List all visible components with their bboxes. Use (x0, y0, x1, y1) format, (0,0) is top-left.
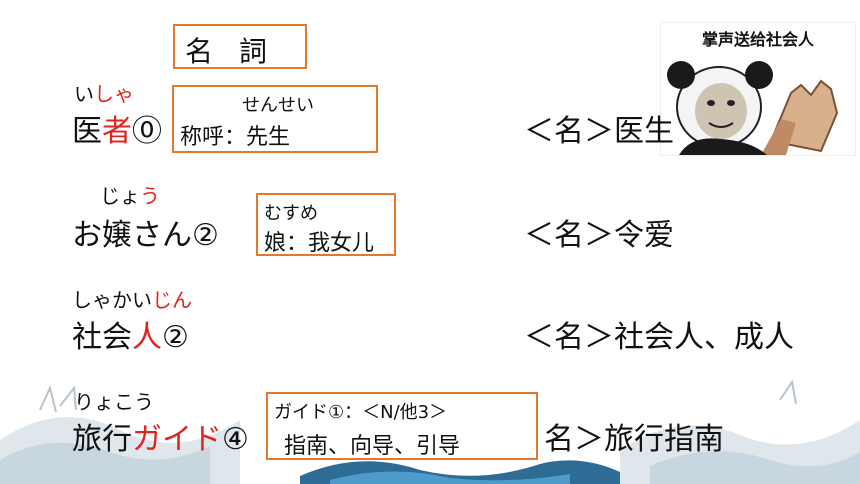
vocab-word-1: 医者⓪ (72, 114, 162, 149)
meaning-3: ＜名＞社会人、成人 (524, 320, 794, 355)
vocab-word-2: お嬢さん② (72, 218, 219, 253)
wave-decoration (0, 380, 860, 484)
panda-meme-image: 掌声送给社会人 (660, 22, 856, 156)
title-char-2: 詞 (239, 35, 268, 68)
panda-face-icon (667, 61, 839, 155)
vocab-word-3: 社会人② (72, 320, 189, 355)
note-box-4: ガイド①：＜N/他3＞ 指南、向导、引导 (266, 392, 538, 460)
note-text-4: 指南、向导、引导 (284, 434, 461, 459)
note-reading-1: せんせい (242, 95, 314, 116)
note-text-2: 娘：我女儿 (264, 231, 375, 256)
page-title: 名詞 (185, 30, 293, 70)
note-text-1: 称呼：先生 (180, 125, 291, 150)
note-reading-2: むすめ (264, 203, 318, 224)
note-box-2: むすめ 娘：我女儿 (256, 193, 396, 256)
ruby-reading-4: りょこう (74, 390, 154, 414)
ruby-reading-2: じょう (100, 184, 160, 208)
meaning-1: ＜名＞医生 (524, 114, 674, 149)
ruby-reading-3: しゃかいじん (72, 288, 192, 312)
meme-caption: 掌声送给社会人 (701, 30, 814, 49)
note-reading-4: ガイド①：＜N/他3＞ (274, 402, 448, 423)
title-char-1: 名 (185, 35, 214, 68)
vocab-word-4: 旅行ガイド④ (72, 422, 249, 457)
title-box: 名詞 (173, 24, 307, 69)
meaning-4: 名＞旅行指南 (544, 422, 724, 457)
meaning-2: ＜名＞令爱 (524, 218, 674, 253)
ruby-reading-1: いしゃ (74, 82, 134, 106)
note-box-1: せんせい 称呼：先生 (172, 85, 378, 153)
